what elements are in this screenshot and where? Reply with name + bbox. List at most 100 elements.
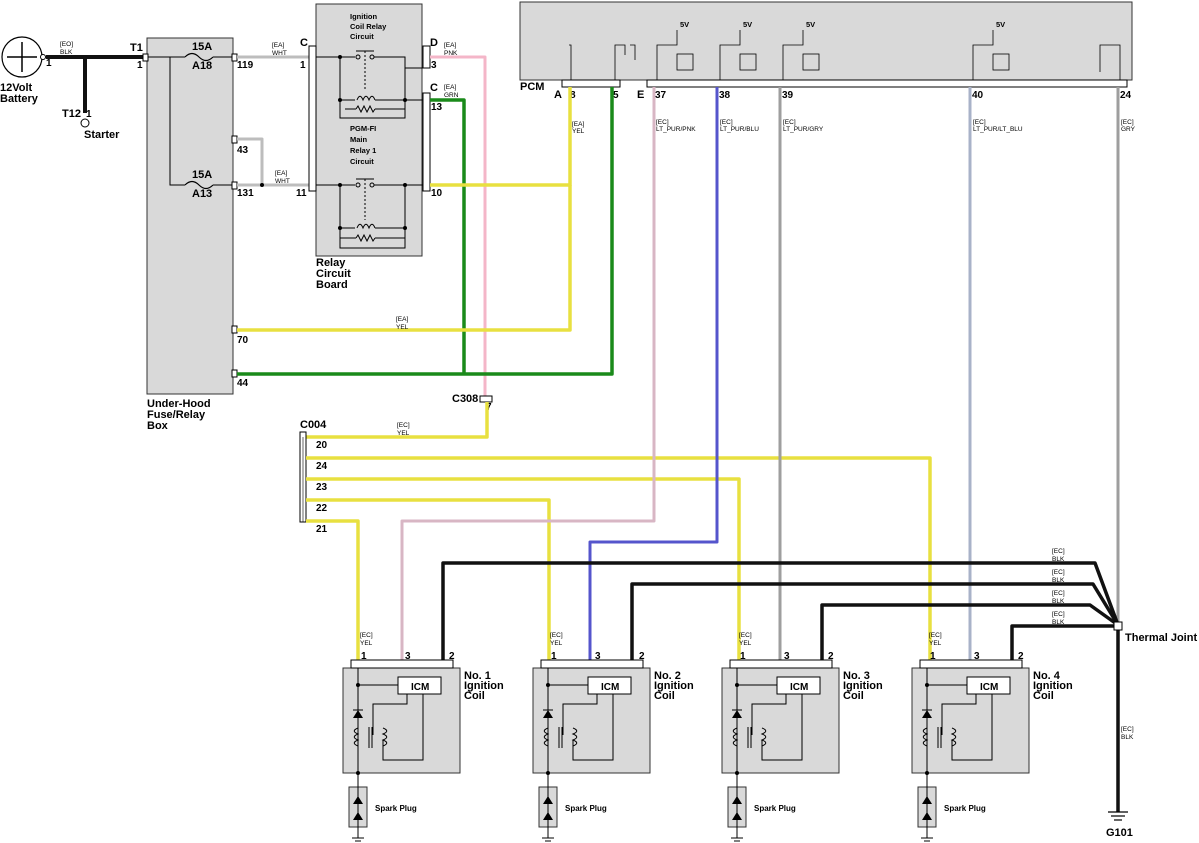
coil-name-1: No. 2 [654,670,681,682]
wire-yel-70 [237,185,572,332]
main-relay-label-1: PGM-FI [350,124,376,133]
coil-name-1: No. 3 [843,670,870,682]
coil-pin: 3 [405,651,411,662]
vref-4: 5V [996,20,1005,29]
starter-connector: T12 [62,108,81,120]
wire-lt-pur-blu [588,87,719,660]
wl-ec-38: [EC] [720,119,733,126]
fusebox-pin-119: 119 [237,60,254,71]
wl-37: LT_PUR/PNK [656,126,696,133]
wire-blk-coil4 [1010,624,1118,660]
main-relay-label-2: Main [350,135,368,144]
wl-yel-c004: YEL [397,430,410,437]
wl-ec-b3: [EC] [1052,590,1065,597]
wl-ec-coil: [EC] [360,632,373,639]
wl-ea-yel-70: [EA] [396,316,408,323]
wl-ec-coil: [EC] [550,632,563,639]
coil-pin: 2 [449,651,455,662]
wire-yel-coil4 [306,456,932,660]
wl-yel-coil: YEL [739,640,752,647]
relay-pin-13: 13 [431,102,443,113]
pcm-vref-labels: 5V 5V 5V 5V [680,20,1005,29]
wire-43-wht [237,137,264,185]
wire-yel-coil1 [306,519,360,660]
vref-2: 5V [743,20,752,29]
coil-name-2: Ignition [1033,680,1073,692]
pcm-label: PCM [520,81,544,93]
spark-plug-label: Spark Plug [754,804,796,813]
wl-24: GRY [1121,126,1136,133]
relay-conn-left: C [300,37,308,49]
main-relay-label-3: Relay 1 [350,146,376,155]
fusebox-title-1: Under-Hood [147,398,211,410]
wl-g: BLK [1121,734,1134,741]
wl-b2: BLK [1052,577,1065,584]
spark-plug-label: Spark Plug [565,804,607,813]
wl-ec-37: [EC] [656,119,669,126]
fuse1-rating: 15A [192,41,212,53]
c308-label: C308 [452,393,478,405]
relay-title-2: Circuit [316,268,351,280]
pcm-conn-a: A [554,89,562,101]
wire-yel-coil2 [306,498,551,660]
wl-b4: BLK [1052,619,1065,626]
wire-grn-relay [430,98,466,374]
c004-label: C004 [300,419,327,431]
wl-ec-coil: [EC] [739,632,752,639]
coil-name-3: Coil [1033,690,1054,702]
wire-yel-c308-c004 [306,402,489,439]
wl-ec-b4: [EC] [1052,611,1065,618]
wl-b3: BLK [1052,598,1065,605]
wl-39: LT_PUR/GRY [783,126,824,133]
coil-pin: 1 [930,651,936,662]
icm-label: ICM [411,682,429,693]
fusebox-pin-44: 44 [237,378,249,389]
coil-name-2: Ignition [464,680,504,692]
c004-pin-20: 20 [316,440,328,451]
fusebox-t1-pin: 1 [137,60,143,71]
coil-name-3: Coil [843,690,864,702]
wl-b1: BLK [1052,556,1065,563]
pcm-pin-40: 40 [972,90,984,101]
relay-title-3: Board [316,279,348,291]
icm-label: ICM [790,682,808,693]
wl-yel-coil: YEL [929,640,942,647]
fusebox: T1 1 15A A18 15A A13 119 43 131 70 44 Un… [130,37,254,432]
coil-pin: 1 [361,651,367,662]
icm-label: ICM [980,682,998,693]
battery-label-2: Battery [0,93,39,105]
vref-3: 5V [806,20,815,29]
relay-conn-d: D [430,37,438,49]
wire-blk-coil1 [441,561,1120,660]
relay-pin-11: 11 [296,188,307,199]
relay-pin-3: 3 [431,60,437,71]
c004: C004 20 24 23 22 21 [299,419,328,535]
fuse2-rating: 15A [192,169,212,181]
coil-pin: 1 [551,651,557,662]
battery: 12Volt Battery 1 [EO] BLK [0,36,73,105]
wl-40: LT_PUR/LT_BLU [973,126,1023,133]
coil-pin: 2 [828,651,834,662]
pcm-conn-e: E [637,89,644,101]
icm-label: ICM [601,682,619,693]
battery-label-1: 12Volt [0,82,33,94]
ground-icon [1108,811,1128,821]
ign-relay-label-2: Coil Relay [350,22,387,31]
blk-wire-labels: [EC] BLK [EC] BLK [EC] BLK [EC] BLK [EC]… [1052,548,1134,741]
wl-yel-coil: YEL [550,640,563,647]
coil-pin: 1 [740,651,746,662]
pcm-wire-labels: [EC] LT_PUR/PNK [EC] LT_PUR/BLU [EC] LT_… [656,119,1136,133]
pcm-pin-39: 39 [782,90,794,101]
wl-38: LT_PUR/BLU [720,126,759,133]
coil-name-2: Ignition [843,680,883,692]
spark-plug-label: Spark Plug [944,804,986,813]
starter-pin: 1 [86,109,92,120]
wire-pnk [430,55,487,396]
pcm-pin-38: 38 [719,90,731,101]
fuse2-id: A13 [192,188,212,200]
